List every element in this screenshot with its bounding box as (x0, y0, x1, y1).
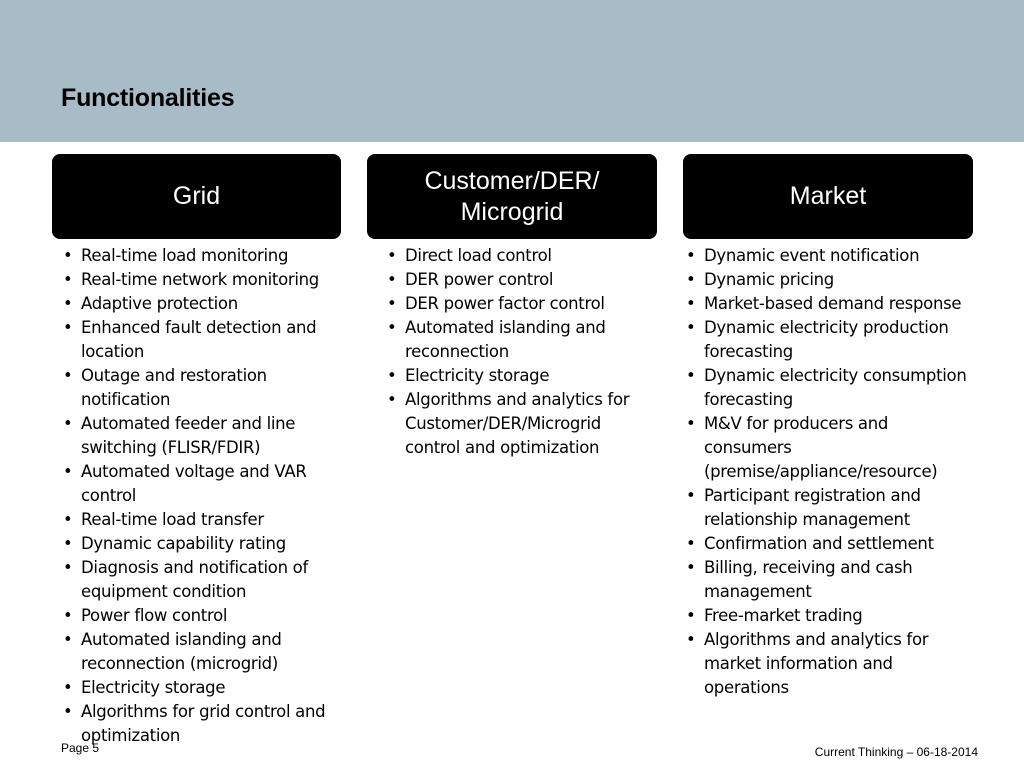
list-item: Adaptive protection (59, 292, 359, 316)
list-item: Algorithms for grid control and optimiza… (59, 700, 359, 748)
footer-date: Current Thinking – 06-18-2014 (814, 745, 978, 759)
list-item: Dynamic capability rating (59, 532, 359, 556)
list-item: Outage and restoration notification (59, 364, 359, 412)
list-item: DER power factor control (383, 292, 643, 316)
list-item: Billing, receiving and cash management (682, 556, 972, 604)
column-header-customer-der-microgrid: Customer/DER/ Microgrid (367, 154, 657, 239)
list-item: Automated feeder and line switching (FLI… (59, 412, 359, 460)
list-item: Electricity storage (59, 676, 359, 700)
column-header-line: Customer/DER/ (424, 166, 600, 195)
list-item: Participant registration and relationshi… (682, 484, 972, 532)
list-item: Dynamic pricing (682, 268, 972, 292)
column-header-text: Customer/DER/ Microgrid (424, 166, 599, 228)
list-item: Power flow control (59, 604, 359, 628)
list-item: Diagnosis and notification of equipment … (59, 556, 359, 604)
list-item: Confirmation and settlement (682, 532, 972, 556)
column-header-line: Market (789, 182, 867, 210)
list-item: DER power control (383, 268, 643, 292)
list-item: Algorithms and analytics for market info… (682, 628, 972, 700)
list-item: Electricity storage (383, 364, 643, 388)
list-item: M&V for producers and consumers (premise… (682, 412, 972, 484)
list-item: Real-time load monitoring (59, 244, 359, 268)
list-item: Automated islanding and reconnection (mi… (59, 628, 359, 676)
list-item: Free-market trading (682, 604, 972, 628)
customer-der-functions-list: Direct load control DER power control DE… (383, 244, 643, 460)
list-item: Automated islanding and reconnection (383, 316, 643, 364)
list-item: Market-based demand response (682, 292, 972, 316)
list-item: Direct load control (383, 244, 643, 268)
list-item: Real-time load transfer (59, 508, 359, 532)
column-header-line: Grid (172, 182, 221, 210)
column-header-grid: Grid (52, 154, 341, 239)
list-item: Algorithms and analytics for Customer/DE… (383, 388, 643, 460)
grid-functions-list: Real-time load monitoring Real-time netw… (59, 244, 359, 748)
list-item: Dynamic electricity consumption forecast… (682, 364, 972, 412)
list-item: Dynamic electricity production forecasti… (682, 316, 972, 364)
column-header-line: Microgrid (460, 197, 564, 226)
page-number: Page 5 (61, 741, 100, 755)
slide-title: Functionalities (61, 84, 235, 112)
market-functions-list: Dynamic event notification Dynamic prici… (682, 244, 972, 700)
column-header-market: Market (683, 154, 973, 239)
list-item: Enhanced fault detection and location (59, 316, 359, 364)
list-item: Automated voltage and VAR control (59, 460, 359, 508)
header-band (0, 0, 1024, 142)
list-item: Dynamic event notification (682, 244, 972, 268)
list-item: Real-time network monitoring (59, 268, 359, 292)
